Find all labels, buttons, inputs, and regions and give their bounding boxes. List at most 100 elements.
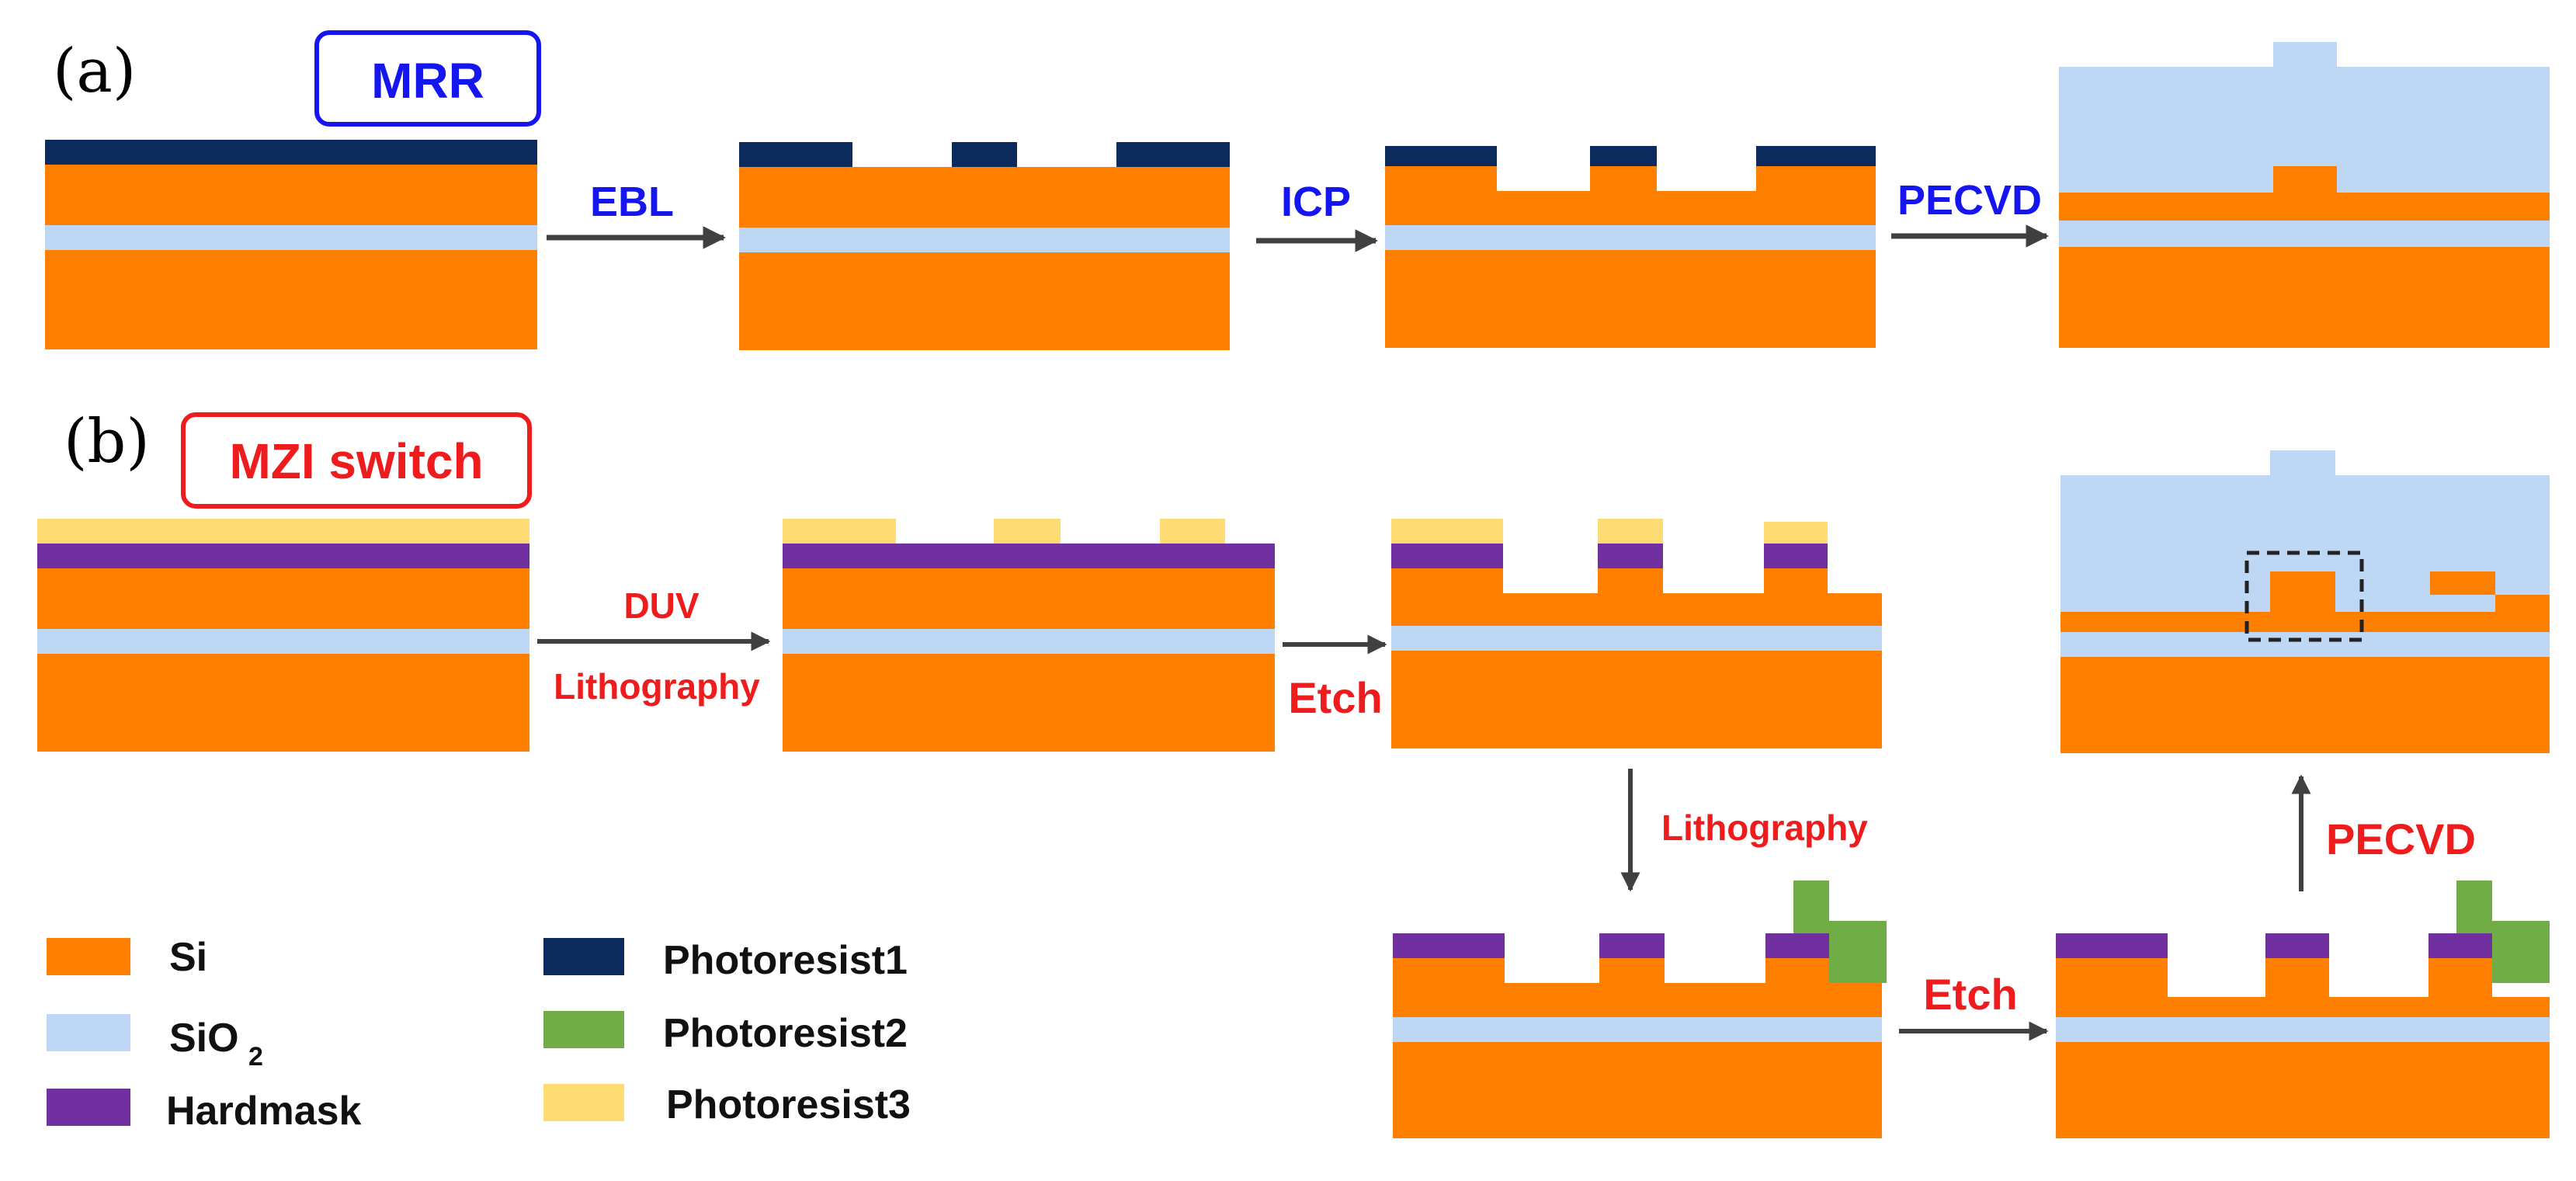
sio2-box-layer: [2060, 632, 2550, 657]
hardmask-layer: [783, 544, 1275, 568]
legend-sio2-subscript: 2: [248, 1042, 263, 1072]
legend-hardmask-swatch: [47, 1089, 130, 1126]
sio2-box-layer: [1393, 1017, 1882, 1042]
si-ridge: [1385, 166, 1497, 191]
si-substrate: [45, 250, 537, 349]
sio2-box-layer: [1385, 225, 1876, 250]
si-ridge: [2270, 571, 2335, 612]
mrr-step3-etched: [1385, 146, 1876, 348]
sio2-box-layer: [45, 225, 537, 250]
si-substrate: [1393, 1042, 1882, 1138]
step-ebl-label: EBL: [590, 179, 674, 225]
photoresist3-pattern: [1391, 519, 1503, 544]
panel-a-label: (a): [53, 36, 136, 106]
mzi-step4-photoresist2: [1393, 881, 1887, 1138]
photoresist1-pattern: [739, 142, 852, 167]
photoresist1-pattern: [952, 142, 1017, 167]
hardmask-pattern: [1393, 933, 1505, 958]
si-slab: [2060, 612, 2550, 632]
legend-si-swatch: [47, 938, 130, 975]
mrr-step2-patterned-resist: [739, 142, 1230, 350]
legend-sio2-swatch: [47, 1014, 130, 1051]
legend-pr2-swatch: [543, 1011, 624, 1048]
photoresist2-block: [2456, 881, 2492, 933]
photoresist3-pattern: [1598, 519, 1663, 544]
si-step: [2495, 595, 2550, 612]
sio2-box-layer: [2059, 221, 2550, 247]
legend-sio2-label: SiO: [169, 1016, 239, 1061]
legend-pr3-swatch: [543, 1084, 624, 1121]
photoresist2-block: [1829, 921, 1887, 983]
step-duv-label: DUV: [623, 585, 699, 626]
sio2-box-layer: [1391, 626, 1882, 651]
si-ridge: [2273, 166, 2337, 193]
step-duv-lithography-label: Lithography: [554, 666, 760, 707]
si-ridge: [1391, 568, 1503, 593]
photoresist1-layer: [45, 140, 537, 165]
mrr-title: MRR: [371, 53, 484, 109]
si-ridge: [1590, 166, 1657, 191]
mzi-title-box: [181, 412, 532, 509]
legend: Si SiO 2 Hardmask Photoresist1 Photoresi…: [47, 935, 911, 1134]
hardmask-pattern: [2265, 933, 2329, 958]
step-lithography-label: Lithography: [1661, 808, 1868, 848]
photoresist3-pattern: [1764, 522, 1828, 544]
photoresist1-pattern: [1756, 146, 1876, 166]
hardmask-pattern: [2056, 933, 2168, 958]
si-substrate: [2059, 247, 2550, 348]
photoresist1-pattern: [1385, 146, 1497, 166]
si-substrate: [37, 654, 529, 752]
si-device-layer: [37, 568, 529, 629]
hardmask-pattern: [1765, 933, 1829, 958]
si-slab: [1393, 983, 1882, 1017]
hardmask-layer: [37, 544, 529, 568]
legend-pr2-label: Photoresist2: [663, 1011, 908, 1056]
si-ridge: [1598, 568, 1663, 593]
si-substrate: [2060, 657, 2550, 753]
legend-pr3-label: Photoresist3: [666, 1082, 911, 1127]
si-device-layer: [783, 568, 1275, 629]
si-slab: [2056, 997, 2550, 1017]
step-etch2-label: Etch: [1923, 970, 2017, 1019]
si-ridge: [2056, 958, 2168, 997]
legend-hardmask-label: Hardmask: [166, 1089, 362, 1134]
mzi-step6-cladding: [2060, 450, 2550, 753]
si-substrate: [783, 654, 1275, 752]
si-device-layer: [45, 165, 537, 225]
photoresist2-block: [1793, 881, 1829, 933]
hardmask-pattern: [1391, 544, 1503, 568]
step-pecvd-a-label: PECVD: [1897, 177, 2042, 224]
panel-b-label: (b): [64, 407, 150, 477]
photoresist1-pattern: [1116, 142, 1230, 167]
si-slab: [1391, 593, 1882, 626]
legend-pr1-swatch: [543, 938, 624, 975]
mzi-step1-wafer: [37, 519, 529, 752]
photoresist3-layer: [37, 519, 529, 544]
hardmask-pattern: [1598, 544, 1663, 568]
mzi-title: MZI switch: [229, 433, 483, 489]
step-icp-label: ICP: [1281, 179, 1351, 225]
si-device-layer: [739, 167, 1230, 228]
photoresist3-pattern: [994, 519, 1061, 544]
si-slab: [2059, 193, 2550, 221]
mzi-step5-etched: [2056, 881, 2550, 1138]
mrr-step1-wafer: [45, 140, 537, 349]
hardmask-pattern: [1599, 933, 1665, 958]
si-ridge: [1393, 958, 1505, 983]
si-ridge: [2428, 958, 2492, 997]
hardmask-pattern: [1764, 544, 1828, 568]
step-etch1-label: Etch: [1288, 673, 1382, 722]
photoresist3-pattern: [783, 519, 896, 544]
sio2-box-layer: [2056, 1017, 2550, 1042]
mrr-title-box: [314, 30, 541, 127]
si-substrate: [739, 252, 1230, 350]
legend-pr1-label: Photoresist1: [663, 938, 908, 983]
sio2-box-layer: [739, 228, 1230, 252]
si-ridge: [1765, 958, 1829, 983]
mrr-step4-cladding: [2059, 42, 2550, 348]
sio2-cladding-bump: [2270, 450, 2335, 475]
photoresist2-block: [2492, 921, 2550, 983]
si-ridge: [1756, 166, 1876, 191]
photoresist3-pattern: [1160, 519, 1225, 544]
